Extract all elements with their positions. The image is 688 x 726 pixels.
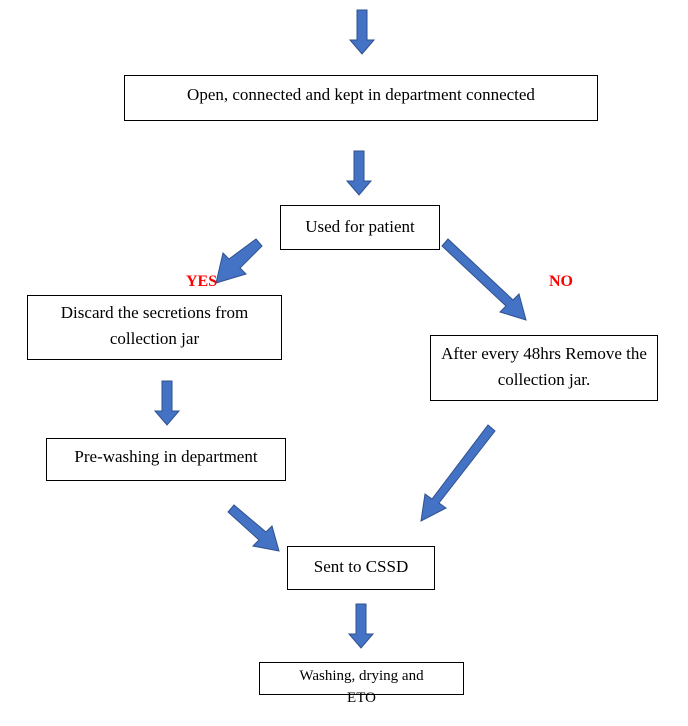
node-sent-to-cssd-text: Sent to CSSD [313,557,409,576]
node-after-48hrs-text: After every 48hrs Remove the collection … [441,344,647,389]
node-discard-secretions-text: Discard the secretions from collection j… [60,303,249,348]
node-washing-drying: Washing, drying and ETO [259,662,464,706]
arrow-after48-to-cssd [420,424,496,522]
node-pre-washing: Pre-washing in department [46,438,286,481]
down-arrow-icon [153,380,181,426]
node-open-connected-text: Open, connected and kept in department c… [187,85,535,104]
diagonal-arrow-icon [215,238,263,284]
branch-label-yes: YES [186,273,218,290]
node-after-48hrs: After every 48hrs Remove the collection … [430,335,658,401]
node-used-for-patient: Used for patient [280,205,440,250]
arrow-open-to-used [345,150,373,196]
branch-label-no: NO [549,273,573,290]
arrow-cssd-to-washing [347,603,375,649]
arrow-top-into-open [348,9,376,55]
node-open-connected: Open, connected and kept in department c… [124,75,598,121]
diagonal-arrow-icon [441,238,527,321]
down-arrow-icon [345,150,373,196]
arrow-discard-to-prewash [153,380,181,426]
node-washing-drying-text: Washing, drying and ETO [299,668,424,706]
down-arrow-icon [348,9,376,55]
node-pre-washing-text: Pre-washing in department [74,447,258,466]
diagonal-arrow-icon [420,424,496,522]
arrow-used-to-discard [215,238,263,284]
arrow-used-to-after48 [441,238,527,321]
diagonal-arrow-icon [227,504,280,552]
node-used-for-patient-text: Used for patient [305,217,415,236]
down-arrow-icon [347,603,375,649]
node-discard-secretions: Discard the secretions from collection j… [27,295,282,360]
arrow-prewash-to-cssd [227,504,280,552]
node-sent-to-cssd: Sent to CSSD [287,546,435,590]
